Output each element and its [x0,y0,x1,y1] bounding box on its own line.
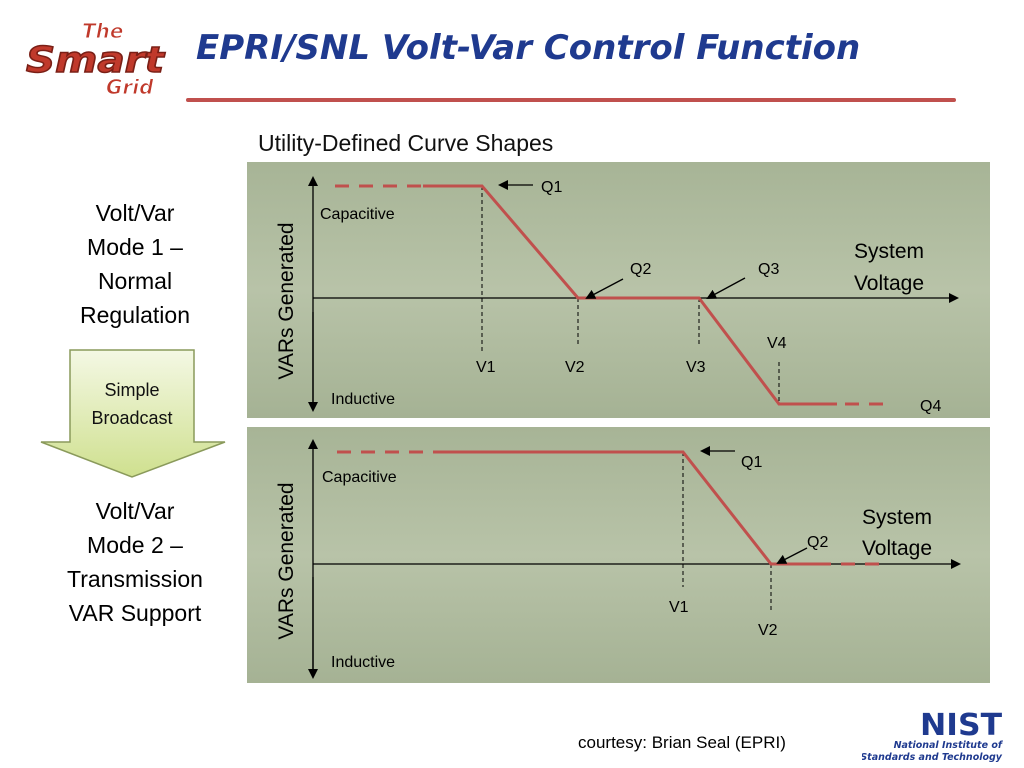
broadcast-arrow-line2: Broadcast [91,408,172,428]
volt-var-curve [443,450,831,566]
y-axis-label: VARs Generated [275,482,298,639]
q2-callout [776,547,808,564]
q2-label: Q2 [630,261,651,278]
q1-label: Q1 [741,454,762,471]
courtesy-credit: courtesy: Brian Seal (EPRI) [578,733,786,752]
logo-the: The [82,19,123,43]
mode1-curve-panel: VARs Generated Capacitive Inductive Syst… [247,162,990,418]
x-axis-label-line2: Voltage [854,272,924,295]
volt-var-curve [423,184,837,406]
logo-smart: Smart [26,40,166,81]
q2-label: Q2 [807,534,828,551]
q2-callout [585,278,624,299]
broadcast-arrow: Simple Broadcast [40,349,226,478]
x-axis-label-line2: Voltage [862,537,932,560]
v2-label: V2 [758,622,778,639]
mode1-label: Volt/Var Mode 1 – Normal Regulation [80,200,190,328]
capacitive-label: Capacitive [322,469,397,486]
nist-logo: NIST National Institute of Standards and… [862,708,1004,763]
mode2-curve-panel: VARs Generated Capacitive Inductive Syst… [247,427,990,683]
q4-label: Q4 [920,398,941,415]
nist-wordmark: NIST [920,708,1003,743]
logo-grid: Grid [106,75,154,98]
q1-label: Q1 [541,179,562,196]
nist-line2: Standards and Technology [862,752,1003,763]
inductive-label: Inductive [331,391,395,408]
broadcast-arrow-line1: Simple [104,380,159,400]
x-axis-label-line1: System [862,506,932,529]
q3-label: Q3 [758,261,779,278]
v1-label: V1 [476,359,496,376]
v3-label: V3 [686,359,706,376]
diagram-subtitle: Utility-Defined Curve Shapes [258,130,554,156]
broadcast-arrow-shape [40,349,226,478]
nist-line1: National Institute of [894,740,1004,751]
mode2-label: Volt/Var Mode 2 – Transmission VAR Suppo… [67,498,203,626]
v1-label: V1 [669,599,689,616]
y-axis-label: VARs Generated [275,222,298,379]
capacitive-label: Capacitive [320,206,395,223]
page-title: EPRI/SNL Volt-Var Control Function [196,28,861,68]
v2-label: V2 [565,359,585,376]
x-axis-label-line1: System [854,240,924,263]
v4-label: V4 [767,335,787,352]
title-divider [186,98,956,102]
q3-callout [706,277,746,299]
inductive-label: Inductive [331,654,395,671]
smart-grid-logo: The Smart Grid [25,19,167,99]
